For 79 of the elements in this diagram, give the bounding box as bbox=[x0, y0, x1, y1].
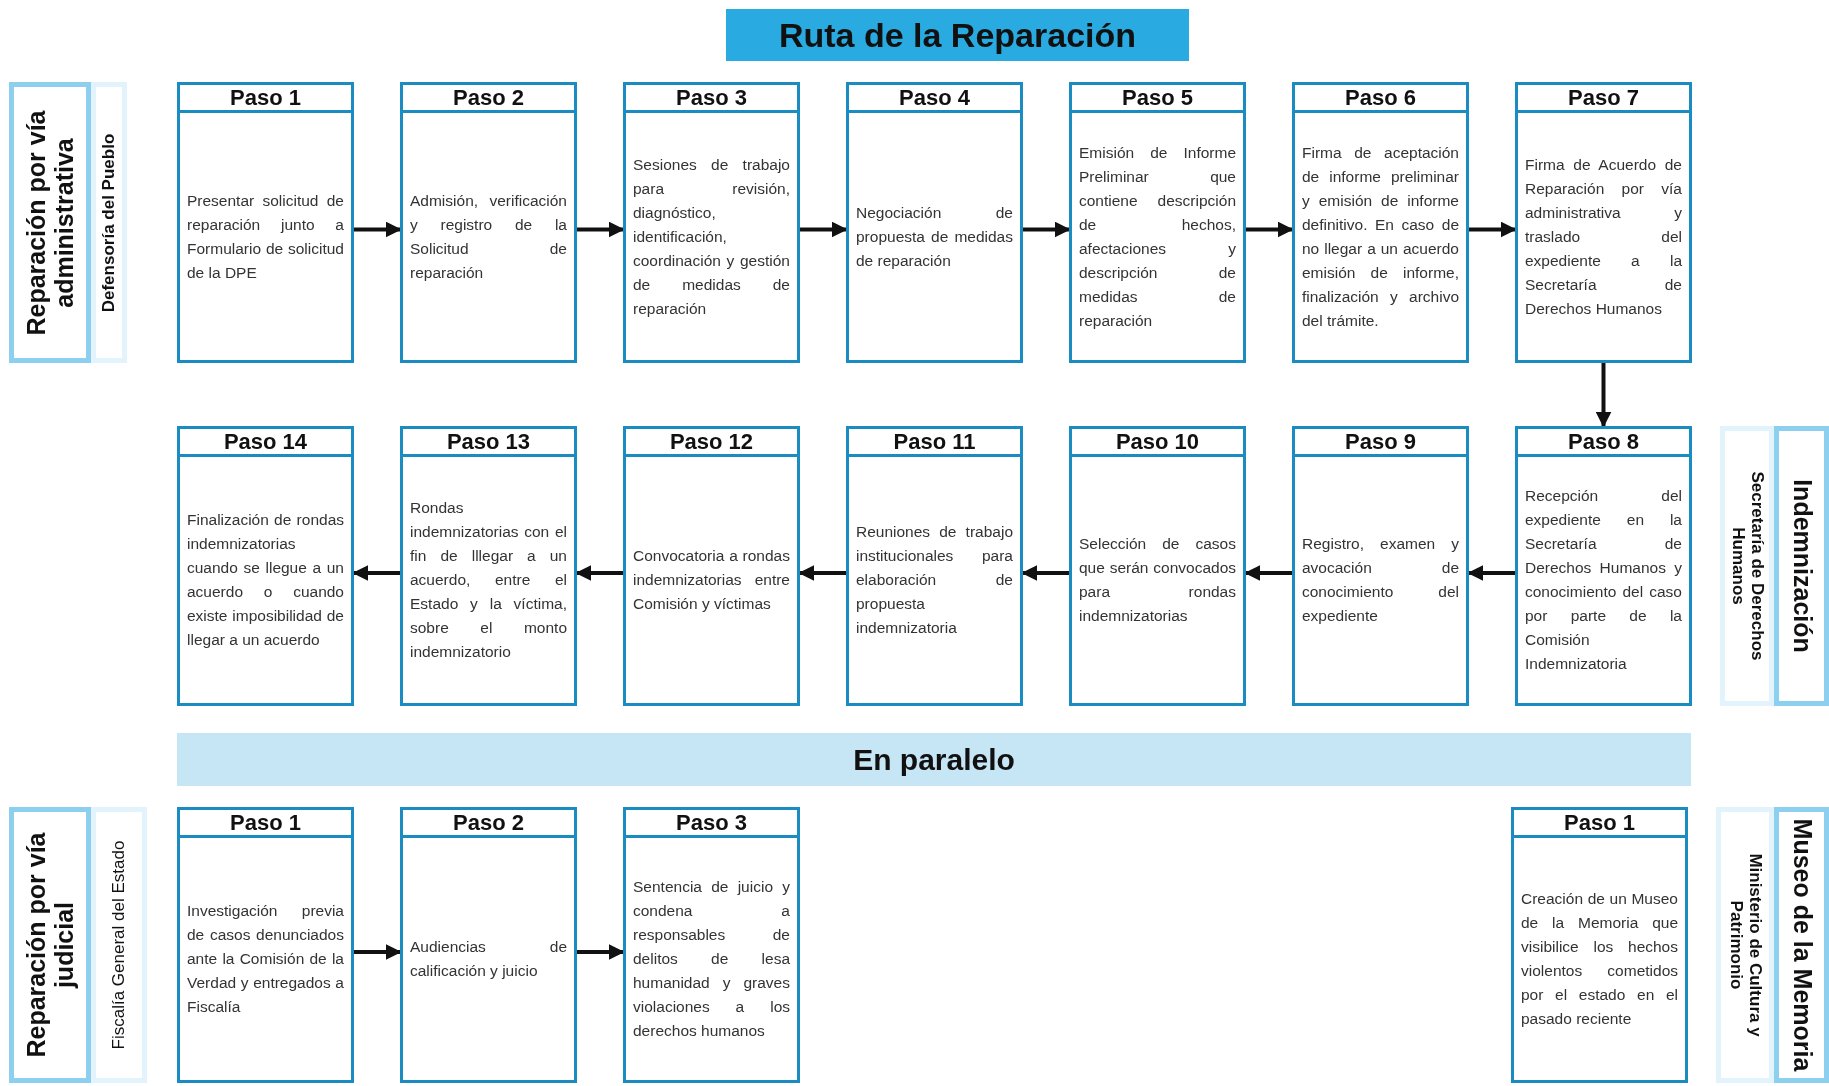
arrow bbox=[1469, 221, 1517, 238]
arrow bbox=[1023, 221, 1071, 238]
step-description: Recepción del expediente en la Secretaría de Derechos Humanos y conocimiento del caso por parte de la Comisión Indemnizatoria bbox=[1525, 486, 1682, 674]
step-description: Creación de un Museo de la Memoria que visibilice los hechos violentos cometidos por el estado en el pasado reciente bbox=[1521, 889, 1678, 1029]
step-description: Finalización de rondas indemnizatorias cuando se llegue a un acuerdo o cuando existe imposibilidad de llegar a un acuerdo bbox=[187, 510, 344, 650]
panel-subheading: Secretaría de Derechos Humanos bbox=[1728, 470, 1766, 663]
step-box bbox=[1511, 807, 1688, 1083]
step-description: Emisión de Informe Preliminar que contiene descripción de hechos, afectaciones y descripción de medidas de reparación bbox=[1079, 142, 1236, 331]
arrow bbox=[1467, 565, 1515, 581]
step-description: Presentar solicitud de reparación junto a Formulario de solicitud de la DPE bbox=[187, 190, 344, 283]
panel-heading: Reparación por vía judicial bbox=[22, 831, 78, 1060]
arrow bbox=[1021, 565, 1069, 581]
step-description: Sentencia de juicio y condena a responsables de delitos de lesa humanidad y graves violaciones a los derechos humanos bbox=[633, 877, 790, 1041]
step-heading: Paso 4 bbox=[849, 85, 1020, 113]
title-banner: Ruta de la Reparación bbox=[726, 9, 1189, 61]
step-box bbox=[177, 426, 354, 706]
step-description: Firma de aceptación de informe preliminar y emisión de informe definitivo. En caso de no llegar a un acuerdo emisión de informe, finalización y archivo del trámite. bbox=[1302, 142, 1459, 331]
step-description: Selección de casos que serán convocados para rondas indemnizatorias bbox=[1079, 534, 1236, 626]
step-box bbox=[623, 82, 800, 363]
step-box bbox=[1515, 426, 1692, 706]
step-heading: Paso 2 bbox=[403, 85, 574, 113]
step-box bbox=[623, 426, 800, 706]
panel-heading: Reparación por vía administrativa bbox=[22, 108, 78, 338]
arrow bbox=[577, 221, 625, 238]
step-description: Admisión, verificación y registro de la Solicitud de reparación bbox=[410, 190, 567, 283]
arrow bbox=[1246, 221, 1294, 238]
step-heading: Paso 3 bbox=[626, 810, 797, 838]
step-heading: Paso 12 bbox=[626, 429, 797, 457]
step-box bbox=[177, 82, 354, 363]
step-heading: Paso 7 bbox=[1518, 85, 1689, 113]
arrow bbox=[1244, 565, 1292, 581]
arrow bbox=[800, 221, 848, 238]
step-box bbox=[400, 426, 577, 706]
step-box bbox=[846, 426, 1023, 706]
step-description: Sesiones de trabajo para revisión, diagnóstico, identificación, coordinación y gestión de medidas de reparación bbox=[633, 154, 790, 319]
step-box bbox=[1515, 82, 1692, 363]
step-description: Investigación previa de casos denunciados ante la Comisión de la Verdad y entregados a Fiscalía bbox=[187, 901, 344, 1017]
step-box bbox=[177, 807, 354, 1083]
arrow bbox=[352, 565, 400, 581]
step-box bbox=[1069, 82, 1246, 363]
arrow bbox=[577, 944, 625, 960]
step-heading: Paso 1 bbox=[180, 85, 351, 113]
step-description: Convocatoria a rondas indemnizatorias entre Comisión y víctimas bbox=[633, 546, 790, 614]
panel-subheading: Fiscalía General del Estado bbox=[109, 839, 129, 1052]
step-box bbox=[623, 807, 800, 1083]
step-box bbox=[400, 807, 577, 1083]
step-heading: Paso 9 bbox=[1295, 429, 1466, 457]
step-box bbox=[846, 82, 1023, 363]
arrow bbox=[354, 221, 402, 238]
arrow bbox=[1595, 363, 1612, 428]
step-heading: Paso 3 bbox=[626, 85, 797, 113]
step-heading: Paso 1 bbox=[1514, 810, 1685, 838]
step-description: Audiencias de calificación y juicio bbox=[410, 937, 567, 981]
step-heading: Paso 10 bbox=[1072, 429, 1243, 457]
step-box bbox=[1292, 82, 1469, 363]
section-band: En paralelo bbox=[177, 733, 1691, 786]
arrow bbox=[575, 565, 623, 581]
step-heading: Paso 14 bbox=[180, 429, 351, 457]
arrow bbox=[798, 565, 846, 581]
step-box bbox=[1292, 426, 1469, 706]
step-box bbox=[1069, 426, 1246, 706]
step-description: Rondas indemnizatorias con el fin de lllegar a un acuerdo, entre el Estado y la víctima, sobre el monto indemnizatorio bbox=[410, 498, 567, 662]
step-heading: Paso 8 bbox=[1518, 429, 1689, 457]
step-description: Negociación de propuesta de medidas de reparación bbox=[856, 202, 1013, 271]
step-heading: Paso 11 bbox=[849, 429, 1020, 457]
step-heading: Paso 13 bbox=[403, 429, 574, 457]
step-heading: Paso 5 bbox=[1072, 85, 1243, 113]
step-box bbox=[400, 82, 577, 363]
panel-heading: Indemnización bbox=[1787, 478, 1816, 655]
step-heading: Paso 1 bbox=[180, 810, 351, 838]
panel-heading: Museo de la Memoria bbox=[1787, 817, 1816, 1074]
panel-subheading: Defensoría del Pueblo bbox=[99, 132, 119, 314]
step-description: Reuniones de trabajo institucionales para elaboración de propuesta indemnizatoria bbox=[856, 522, 1013, 638]
arrow bbox=[354, 944, 402, 960]
step-heading: Paso 6 bbox=[1295, 85, 1466, 113]
step-description: Registro, examen y avocación de conocimiento del expediente bbox=[1302, 534, 1459, 626]
step-description: Firma de Acuerdo de Reparación por vía administrativa y traslado del expediente a la Secretaría de Derechos Humanos bbox=[1525, 154, 1682, 319]
panel-subheading: Ministerio de Cultura y Patrimonio bbox=[1726, 852, 1764, 1039]
step-heading: Paso 2 bbox=[403, 810, 574, 838]
